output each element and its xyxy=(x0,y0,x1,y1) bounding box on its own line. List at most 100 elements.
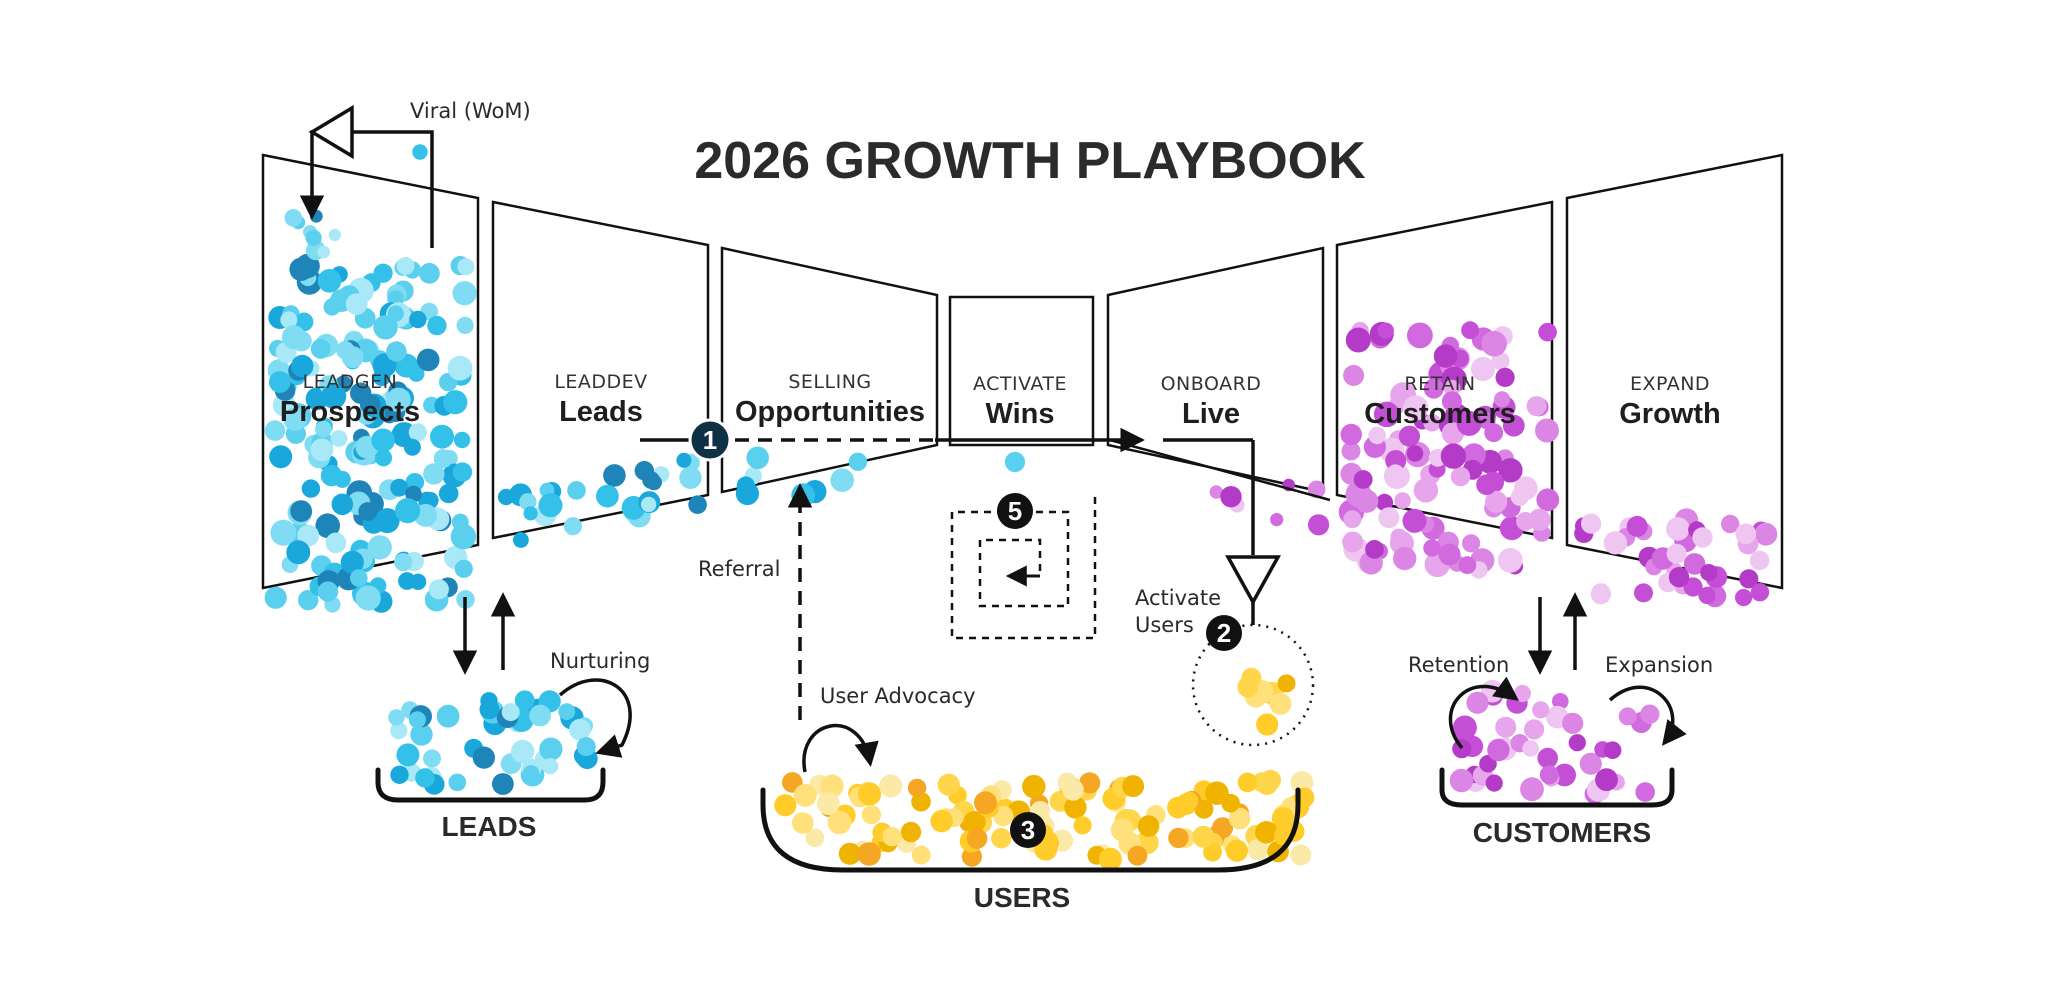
customer-bubble xyxy=(1440,443,1467,469)
leads-bucket-bubble xyxy=(539,737,563,761)
lead-floor-bubble xyxy=(538,493,563,518)
user-bubble xyxy=(792,812,814,834)
lead-floor-bubble xyxy=(640,496,657,513)
customers-bucket-bubble xyxy=(1640,704,1660,724)
customer-bubble xyxy=(1407,322,1433,349)
customer-bubble xyxy=(1538,322,1557,342)
prospect-bubble xyxy=(443,390,468,415)
growth-bubble xyxy=(1626,515,1648,537)
user-bubble xyxy=(963,811,986,834)
onboard-bubble xyxy=(1308,514,1330,536)
badge-5: 5 xyxy=(997,493,1033,529)
user-bubble xyxy=(1168,827,1189,849)
panel-onboard xyxy=(1106,246,1325,494)
annotations: Viral (WoM) Nurturing Referral User Advo… xyxy=(410,99,1713,708)
customer-bubble xyxy=(1476,474,1497,496)
user-bubble xyxy=(1256,773,1278,795)
customers-bucket-bubble xyxy=(1449,768,1474,793)
user-bubble xyxy=(1062,779,1084,801)
opportunity-bubble xyxy=(830,468,854,493)
user-bubble xyxy=(861,805,882,825)
spiral-path xyxy=(950,497,1097,640)
prospect-bubble xyxy=(416,348,440,372)
stage-expand-name: Growth xyxy=(1619,398,1721,430)
prospect-bubble xyxy=(452,281,477,306)
lead-floor-bubble xyxy=(642,471,660,489)
prospect-bubble xyxy=(323,298,341,316)
user-bubble xyxy=(793,783,817,807)
growth-bubble xyxy=(1581,513,1602,534)
lead-floor-bubble xyxy=(567,481,586,500)
customer-bubble xyxy=(1398,425,1420,447)
prospect-bubble xyxy=(355,585,381,611)
prospect-bubble xyxy=(374,508,400,534)
customer-bubble xyxy=(1502,414,1525,437)
activate-user-bubble xyxy=(1269,692,1292,715)
lead-floor-bubble xyxy=(513,532,529,548)
prospect-bubble xyxy=(456,316,474,334)
customer-bubble xyxy=(1470,356,1496,382)
user-bubble xyxy=(1271,807,1295,830)
leads-bucket-bubble xyxy=(492,773,514,795)
customer-bubble xyxy=(1458,556,1477,575)
growth-bubble xyxy=(1739,569,1759,589)
prospect-bubble xyxy=(289,257,313,281)
prospect-bubble xyxy=(325,532,347,554)
prospect-bubble xyxy=(330,430,348,447)
user-bubble xyxy=(900,821,922,843)
customers-bucket-bubble xyxy=(1452,739,1472,759)
user-bubble xyxy=(1122,775,1145,798)
growth-bubble xyxy=(1668,567,1690,588)
user-bubble xyxy=(1228,807,1251,830)
prospect-bubble xyxy=(290,500,312,522)
customers-bucket-bubble xyxy=(1487,738,1510,762)
nurturing-label: Nurturing xyxy=(550,649,650,673)
customer-bubble xyxy=(1491,351,1510,371)
prospect-bubble xyxy=(310,338,331,359)
prospect-bubble xyxy=(403,438,421,456)
user-bubble xyxy=(1237,772,1258,793)
user-advocacy-label: User Advocacy xyxy=(820,684,976,708)
badge-1: 1 xyxy=(688,418,732,462)
prospect-bubble xyxy=(281,325,306,350)
customer-bubble xyxy=(1510,487,1529,506)
badge-2-circle xyxy=(1206,615,1242,651)
customer-bubble xyxy=(1345,327,1371,353)
customer-bubble xyxy=(1385,450,1407,471)
leads-bucket-bubble xyxy=(522,765,540,782)
growth-bubble xyxy=(1605,532,1628,554)
customer-bubble xyxy=(1402,508,1427,533)
prospect-bubble xyxy=(269,445,293,469)
onboard-bubble xyxy=(1270,513,1284,527)
customer-bubble xyxy=(1423,414,1441,432)
onboard-diagonal xyxy=(1109,438,1331,502)
activate-user-bubble xyxy=(1241,667,1262,688)
leads-bucket-bubble xyxy=(408,711,426,729)
prospect-bubble xyxy=(373,315,398,340)
prospect-bubble xyxy=(409,573,427,590)
viral-label: Viral (WoM) xyxy=(410,99,531,123)
customer-bubble xyxy=(1343,364,1365,386)
leads-bucket-bubble xyxy=(423,749,441,768)
prospect-bubble xyxy=(433,449,453,469)
expansion-label: Expansion xyxy=(1605,653,1713,677)
expansion-loop xyxy=(1608,685,1687,746)
user-bubble xyxy=(974,791,997,815)
customer-bubble xyxy=(1340,423,1362,446)
badge-3: 3 xyxy=(1010,812,1046,848)
retention-label: Retention xyxy=(1408,653,1509,677)
lead-floor-bubble xyxy=(497,488,515,506)
prospect-bubble xyxy=(310,438,334,462)
customer-bubble xyxy=(1495,367,1515,387)
activate-user-bubble xyxy=(1256,713,1279,736)
leads-bucket-bubble xyxy=(529,704,551,727)
growth-bubble xyxy=(1683,577,1703,597)
growth-bubble xyxy=(1750,583,1770,602)
stage-retain-label: RETAIN xyxy=(1404,373,1475,395)
leads-bucket-bubble xyxy=(514,690,535,711)
customer-bubble xyxy=(1461,321,1479,340)
leads-bucket-label: LEADS xyxy=(442,811,537,842)
panel-leaddev xyxy=(491,200,710,540)
user-bubble xyxy=(858,782,882,806)
